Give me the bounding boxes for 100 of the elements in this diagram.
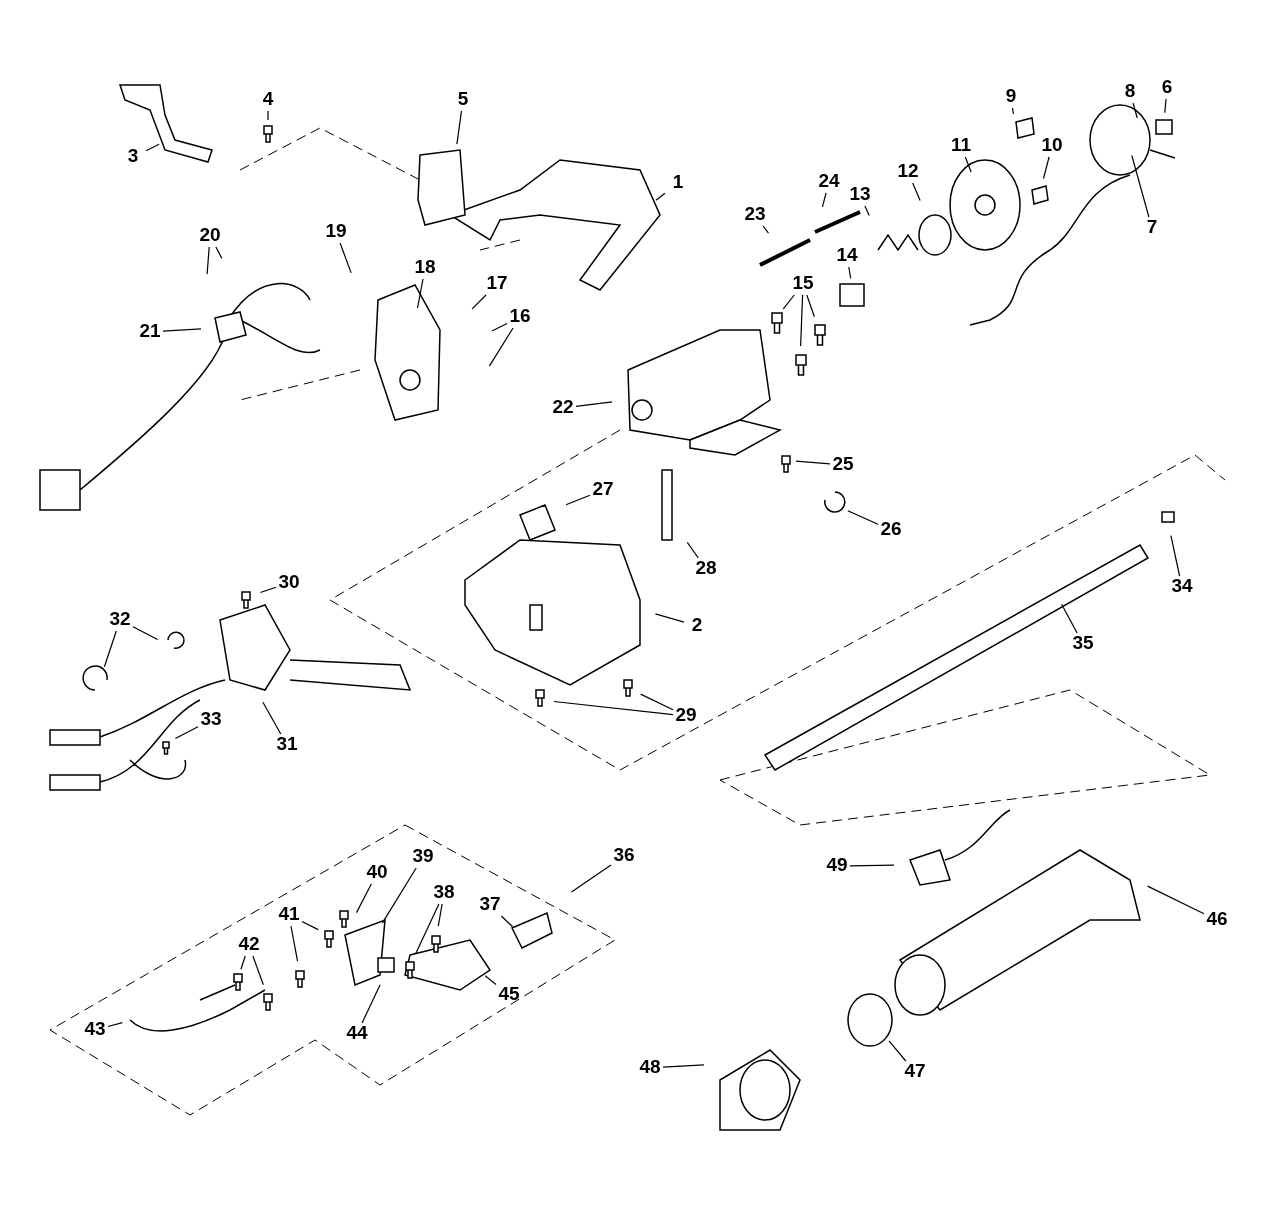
leader-line (1147, 885, 1205, 915)
callout-number: 43 (82, 1019, 108, 1041)
callout-number: 12 (895, 161, 921, 183)
leader-line (565, 494, 591, 506)
callout-number: 32 (107, 609, 133, 631)
callout-number: 25 (830, 454, 856, 476)
callout-number: 30 (276, 572, 302, 594)
callout-number: 7 (1139, 217, 1165, 239)
callout-number: 39 (410, 846, 436, 868)
callout-number: 37 (477, 894, 503, 916)
leader-line (107, 1022, 123, 1028)
callout-number: 2 (684, 615, 710, 637)
leader-line (415, 903, 440, 954)
leader-line (174, 726, 199, 740)
callout-number: 19 (323, 221, 349, 243)
callout-number: 41 (276, 904, 302, 926)
callout-number: 34 (1169, 576, 1195, 598)
leader-line (456, 110, 463, 145)
leader-line (964, 156, 972, 173)
callout-number: 14 (834, 245, 860, 267)
leader-line (103, 630, 117, 668)
callout-number: 33 (198, 709, 224, 731)
callout-number: 42 (236, 934, 262, 956)
callout-number: 13 (847, 184, 873, 206)
leader-line (355, 883, 372, 914)
callout-number: 44 (344, 1023, 370, 1045)
leader-line (762, 225, 770, 234)
callout-number: 17 (484, 273, 510, 295)
leader-line (416, 278, 424, 309)
callout-number: 5 (450, 89, 476, 111)
callout-number: 36 (611, 845, 637, 867)
leader-line (259, 586, 277, 594)
callout-number: 8 (1117, 81, 1143, 103)
callout-number: 10 (1039, 135, 1065, 157)
leader-line (339, 242, 352, 274)
leader-line (912, 182, 921, 201)
leader-line (821, 192, 827, 208)
leader-line (654, 613, 685, 623)
leader-line (206, 246, 210, 275)
callout-number: 18 (412, 257, 438, 279)
callout-number: 9 (998, 86, 1024, 108)
leader-line (471, 294, 487, 310)
leader-line (262, 701, 282, 735)
callout-number: 47 (902, 1061, 928, 1083)
callout-number: 26 (878, 519, 904, 541)
leader-line (488, 327, 514, 367)
callout-number: 28 (693, 558, 719, 580)
leader-line (888, 1040, 907, 1062)
leader-line (484, 975, 497, 986)
callout-number: 6 (1154, 77, 1180, 99)
leader-line (1061, 603, 1078, 634)
callout-number: 29 (673, 705, 699, 727)
callout-number: 31 (274, 734, 300, 756)
leader-line (1012, 107, 1014, 115)
leader-line (1042, 156, 1050, 180)
leader-line (849, 864, 895, 867)
leader-line (491, 322, 508, 332)
leader-line (800, 294, 804, 347)
leader-line (162, 328, 202, 332)
leader-line (570, 864, 612, 893)
leader-line (1131, 154, 1150, 218)
callout-number: 48 (637, 1057, 663, 1079)
leader-line (655, 192, 666, 201)
callout-number: 20 (197, 225, 223, 247)
callout-number: 3 (120, 146, 146, 168)
leader-line (864, 205, 870, 217)
leader-line (782, 294, 795, 310)
leader-line (437, 903, 443, 927)
callout-number: 21 (137, 321, 163, 343)
leader-line (1132, 102, 1138, 119)
leader-line (1164, 98, 1167, 114)
leader-line (806, 294, 815, 318)
leader-line (301, 920, 319, 931)
leader-line (240, 955, 246, 970)
callout-number: 40 (364, 862, 390, 884)
callout-number: 46 (1204, 909, 1230, 931)
callout-number: 22 (550, 397, 576, 419)
leader-line (848, 266, 852, 279)
leader-line (145, 143, 160, 152)
leader-line (132, 626, 159, 641)
leader-line (575, 401, 613, 407)
callout-number: 15 (790, 273, 816, 295)
leader-line (662, 1064, 705, 1068)
callout-number: 24 (816, 171, 842, 193)
leader-line (290, 925, 299, 962)
callout-number: 35 (1070, 633, 1096, 655)
callout-number: 16 (507, 306, 533, 328)
leader-line (361, 984, 381, 1024)
callout-number: 38 (431, 882, 457, 904)
leader-line (252, 955, 264, 986)
callout-number: 4 (255, 89, 281, 111)
leader-line (847, 510, 879, 525)
callout-number: 23 (742, 204, 768, 226)
leader-line (795, 460, 831, 465)
leader-line (215, 246, 223, 259)
leader-line (553, 700, 674, 716)
leader-line (1170, 535, 1181, 577)
callout-number: 49 (824, 855, 850, 877)
leader-line (640, 693, 674, 711)
callout-number: 27 (590, 479, 616, 501)
